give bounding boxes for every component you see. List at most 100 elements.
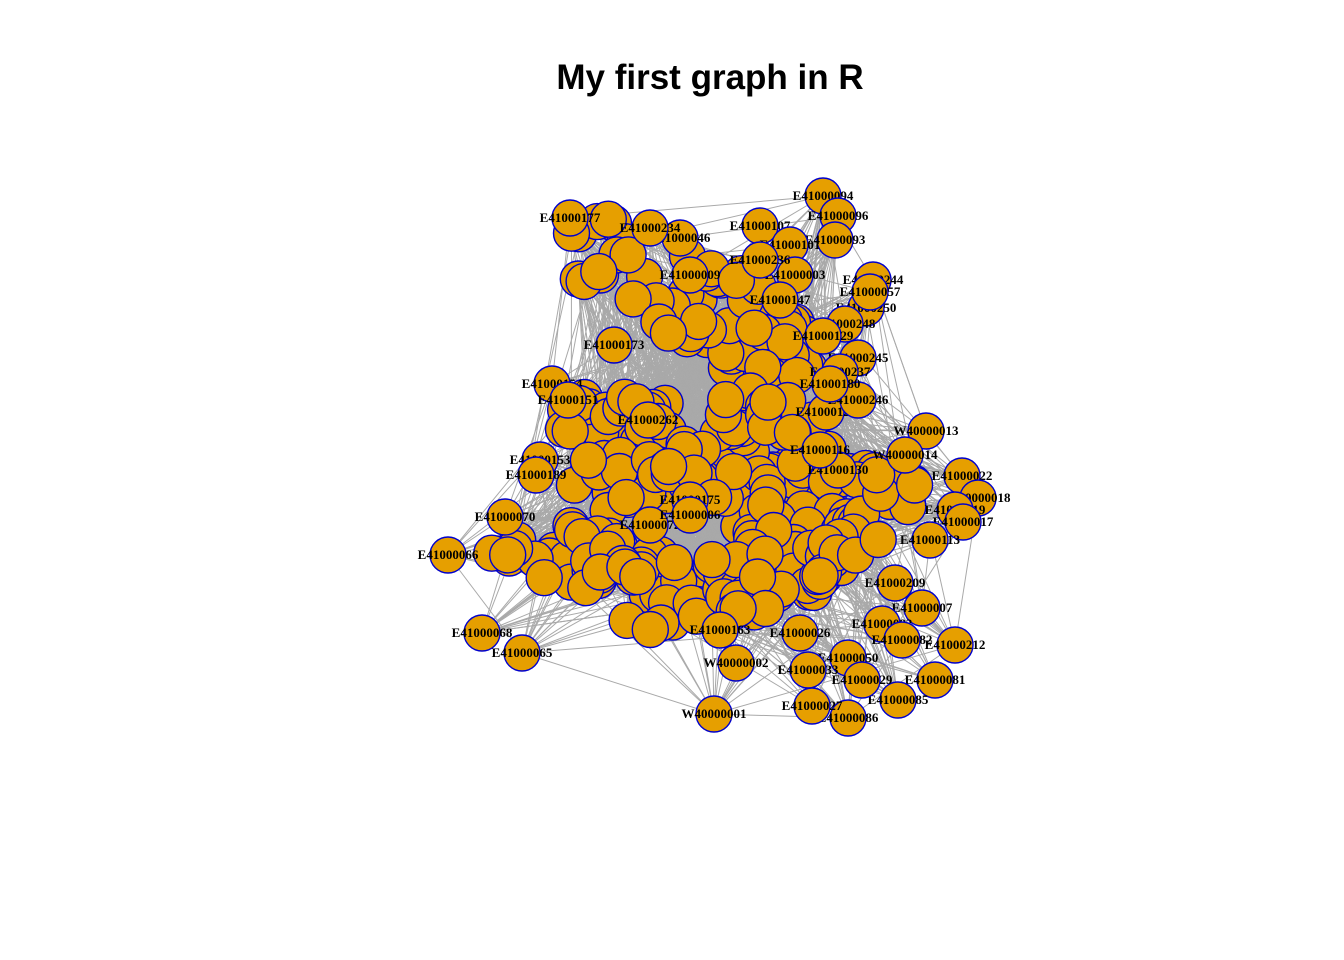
node-circle [811,365,849,403]
node-circle [903,589,941,627]
node-label: E41000026 [770,625,831,640]
node-label: E41000081 [905,672,966,687]
node-label: E41000050 [818,650,879,665]
node-circle [607,478,645,517]
graph-node-e41000086: E41000086 [818,699,879,737]
node-label: E41000066 [418,547,479,562]
graph-node-e41000107: E41000107 [730,207,791,245]
graph-edge [521,623,883,654]
graph-node-e41000147: E41000147 [750,281,811,319]
node-label: E41000212 [925,637,986,652]
node-circle [761,281,799,319]
node-circle [429,536,467,574]
graph-node [707,380,745,419]
node-label: E41000027 [782,698,843,713]
graph-node-w40000013: W40000013 [894,412,959,450]
node-circle [907,412,945,450]
node-circle [629,401,667,439]
graph-node-e41000180: E41000180 [800,365,860,403]
page-title: My first graph in R [556,58,864,97]
node-circle [486,498,524,536]
graph-edge [521,652,715,715]
node-circle [944,503,982,541]
node-label: E41000072 [620,517,681,532]
node-circle [735,309,773,347]
node-circle [631,506,669,544]
graph-node [619,557,657,596]
node-label: E41000029 [832,672,893,687]
graph-node-e41000072: E41000072 [620,506,681,544]
node-circle [489,536,527,574]
graph-node-e41000033: E41000033 [778,651,839,689]
node-circle [781,614,819,652]
node-circle [773,413,812,452]
node-circle [839,381,877,419]
graph-node [655,543,694,582]
node-circle [614,280,652,318]
node-circle [619,557,657,596]
node-label: E41000189 [506,467,567,482]
node-label: E41000173 [584,337,645,352]
node-label: E41000070 [475,509,536,524]
graph-node-e41000262: E41000262 [618,401,679,439]
node-label: E41000163 [690,622,751,637]
node-label: E41000262 [618,412,679,427]
node-circle [707,380,745,419]
graph-node [631,610,669,649]
node-label: E41000086 [818,710,879,725]
graph-node-e41000070: E41000070 [475,498,536,536]
node-label: W40000002 [704,655,769,670]
graph-node-e41000101: E41000101 [760,226,820,264]
node-circle [569,441,608,479]
node-circle [816,221,854,259]
node-label: E41000147 [750,292,811,307]
graph-node-e41000173: E41000173 [584,326,645,364]
graph-node [614,280,652,318]
node-circle [829,699,867,737]
graph-node [607,478,645,517]
node-circle [517,456,555,494]
node-circle [701,611,739,649]
node-circle [843,661,881,699]
graph-node [858,456,896,494]
graph-node [749,383,787,421]
graph-node-e41000189: E41000189 [506,456,567,494]
graph-node-e41000151: E41000151 [538,381,599,419]
node-circle [525,559,563,597]
node-circle [883,621,921,659]
node-label: E41000151 [538,392,599,407]
node-circle [911,521,949,559]
node-circle [916,661,954,699]
node-circle [766,323,804,361]
graph-node-e41000113: E41000113 [900,521,960,559]
node-label: E41000116 [790,442,850,457]
graph-node-e41000026: E41000026 [770,614,831,652]
graph-node-e41000085: E41000085 [868,681,929,719]
graph-edge [847,644,956,719]
graph-edge [713,644,956,715]
node-label: E41000129 [793,328,854,343]
graph-node-e41000209: E41000209 [865,564,926,602]
graph-node-e41000068: E41000068 [452,614,513,652]
graph-node-e41000065: E41000065 [492,634,553,672]
node-circle [936,626,974,664]
node-circle [714,452,753,491]
graph-node [693,540,731,579]
node-circle [876,564,914,602]
node-label: E41000017 [933,514,994,529]
node-circle [655,543,694,582]
graph-node [801,557,839,595]
node-circle [693,540,731,579]
node-circle [631,610,669,649]
graph-node [766,323,804,361]
node-label: E41000007 [892,600,953,615]
node-label: E41000177 [540,210,601,225]
graph-node-e41000066: E41000066 [418,536,479,574]
node-circle [801,557,839,595]
graph-node [649,447,688,486]
node-circle [859,520,897,559]
node-label: E41000236 [730,252,791,267]
node-label: E41000065 [492,645,553,660]
graph-node [589,200,627,238]
node-circle [741,241,779,279]
